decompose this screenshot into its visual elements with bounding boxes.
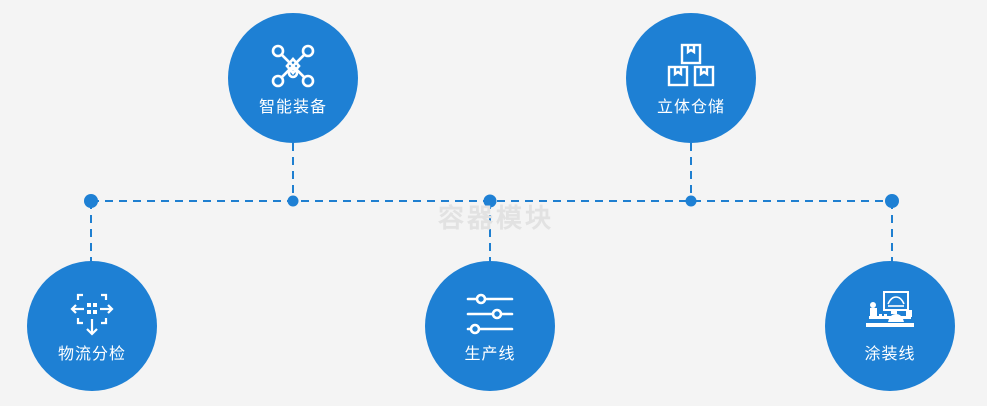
node-painting-line[interactable]: 涂装线 — [825, 261, 955, 391]
watermark-text: 容器模块 — [438, 204, 555, 234]
node-label: 智能装备 — [258, 97, 327, 116]
dot-painting-line[interactable] — [885, 194, 899, 208]
node-label: 生产线 — [464, 344, 516, 363]
dot-warehouse[interactable] — [685, 195, 697, 207]
sorting-arrows-icon — [66, 288, 118, 340]
network-nodes-icon — [267, 41, 319, 93]
dot-smart-equipment[interactable] — [287, 195, 299, 207]
node-production-line[interactable]: 生产线 — [425, 261, 555, 391]
node-smart-equipment[interactable]: 智能装备 — [228, 13, 358, 143]
stacked-boxes-icon — [665, 41, 717, 93]
dot-production-line[interactable] — [483, 194, 497, 208]
node-stereoscopic-warehouse[interactable]: 立体仓储 — [626, 13, 756, 143]
node-label: 涂装线 — [864, 344, 916, 363]
dot-logistics[interactable] — [84, 194, 98, 208]
sliders-icon — [464, 288, 516, 340]
paint-booth-icon — [864, 288, 916, 340]
node-logistics-sorting[interactable]: 物流分检 — [27, 261, 157, 391]
node-label: 立体仓储 — [656, 97, 725, 116]
node-label: 物流分检 — [57, 344, 126, 363]
